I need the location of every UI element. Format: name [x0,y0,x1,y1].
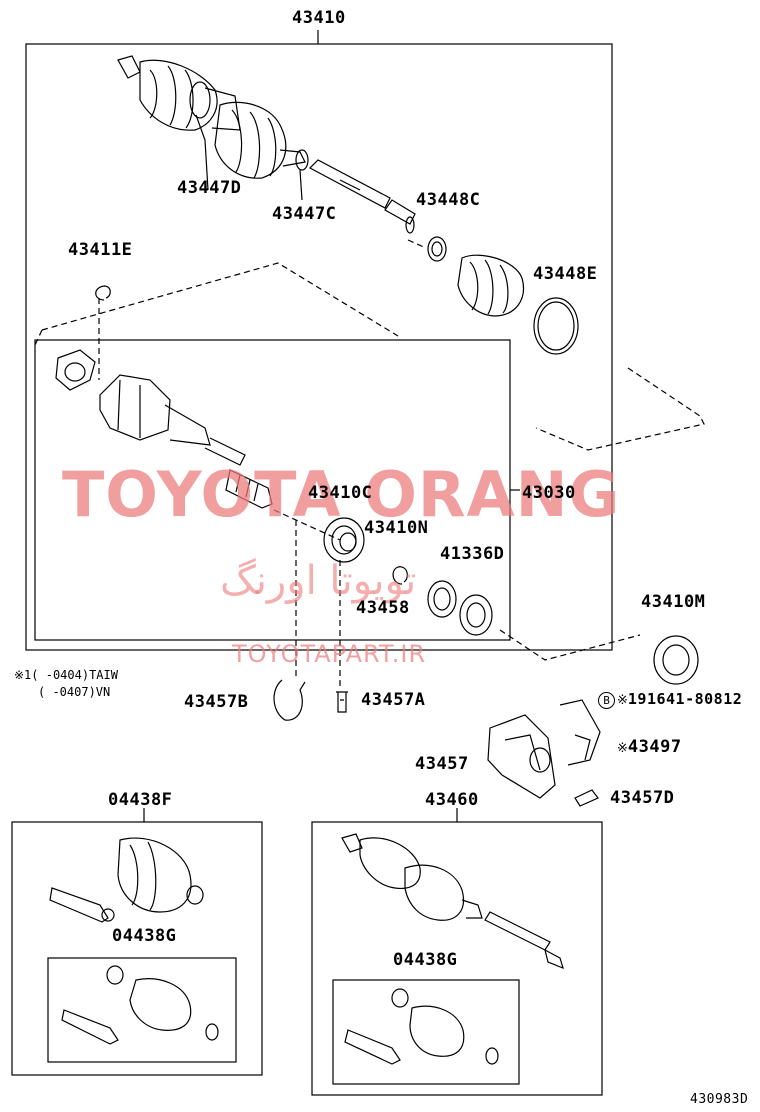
label-43457d[interactable]: 43457D [610,788,675,808]
bearing-43410m [653,635,699,685]
ref-43497[interactable]: ※43497 [617,737,682,757]
assembly-frame-43410 [25,43,613,651]
clip-43457b [273,679,306,721]
label-04438g-right[interactable]: 04438G [393,950,458,970]
boot-parts-43448 [427,236,579,355]
circle-b-marker: B [598,692,615,709]
snap-ring-43411e [95,285,111,301]
label-43457b[interactable]: 43457B [184,692,249,712]
label-04438g-left[interactable]: 04438G [112,926,177,946]
label-191641: 191641-80812 [627,690,743,708]
label-04438f[interactable]: 04438F [108,790,173,810]
seal-41336d [459,594,493,636]
kit-subframe-04438g-left [47,957,237,1063]
diagram-id: 430983D [690,1092,749,1107]
bolt-43457a [336,691,348,713]
label-43458[interactable]: 43458 [356,598,410,618]
label-43497: 43497 [627,737,682,757]
kit-subframe-04438g-right [332,979,520,1085]
seal-43458 [427,580,457,618]
snap-ring-43410n [392,566,408,585]
label-43410m[interactable]: 43410M [641,592,706,612]
label-43030[interactable]: 43030 [522,483,576,503]
boot-kit-left [49,837,219,1045]
drive-shaft-upper [117,55,416,234]
bracket-43457 [487,699,601,807]
inner-joint-assembly [55,349,273,509]
watermark-main: TOYOTA ORANG [62,458,621,531]
label-43447d[interactable]: 43447D [177,178,242,198]
note-line-2: ( -0407)VN [38,685,111,699]
label-43410c[interactable]: 43410C [308,483,373,503]
label-43411e[interactable]: 43411E [68,240,133,260]
drive-shaft-kit [341,833,564,1065]
label-43457[interactable]: 43457 [415,754,469,774]
label-43448e[interactable]: 43448E [533,264,598,284]
label-43410[interactable]: 43410 [292,8,346,28]
label-41336d[interactable]: 41336D [440,544,505,564]
label-43447c[interactable]: 43447C [272,204,337,224]
note-line-1: ※1( -0404)TAIW [14,668,118,682]
label-43410n[interactable]: 43410N [364,518,429,538]
label-43460[interactable]: 43460 [425,790,479,810]
label-43448c[interactable]: 43448C [416,190,481,210]
watermark-farsi: تویوتا اورنگ [220,558,417,604]
ref-191641[interactable]: B※191641-80812 [598,690,742,709]
ref-mark-2: ※ [617,741,628,756]
dashed-guide-lines [34,239,705,690]
watermark-url: TOYOTAPART.IR [232,640,427,668]
kit-frame-04438f [11,821,263,1076]
bearing-43410c [323,517,365,563]
label-43457a[interactable]: 43457A [361,690,426,710]
ref-mark-1: ※ [617,693,628,708]
